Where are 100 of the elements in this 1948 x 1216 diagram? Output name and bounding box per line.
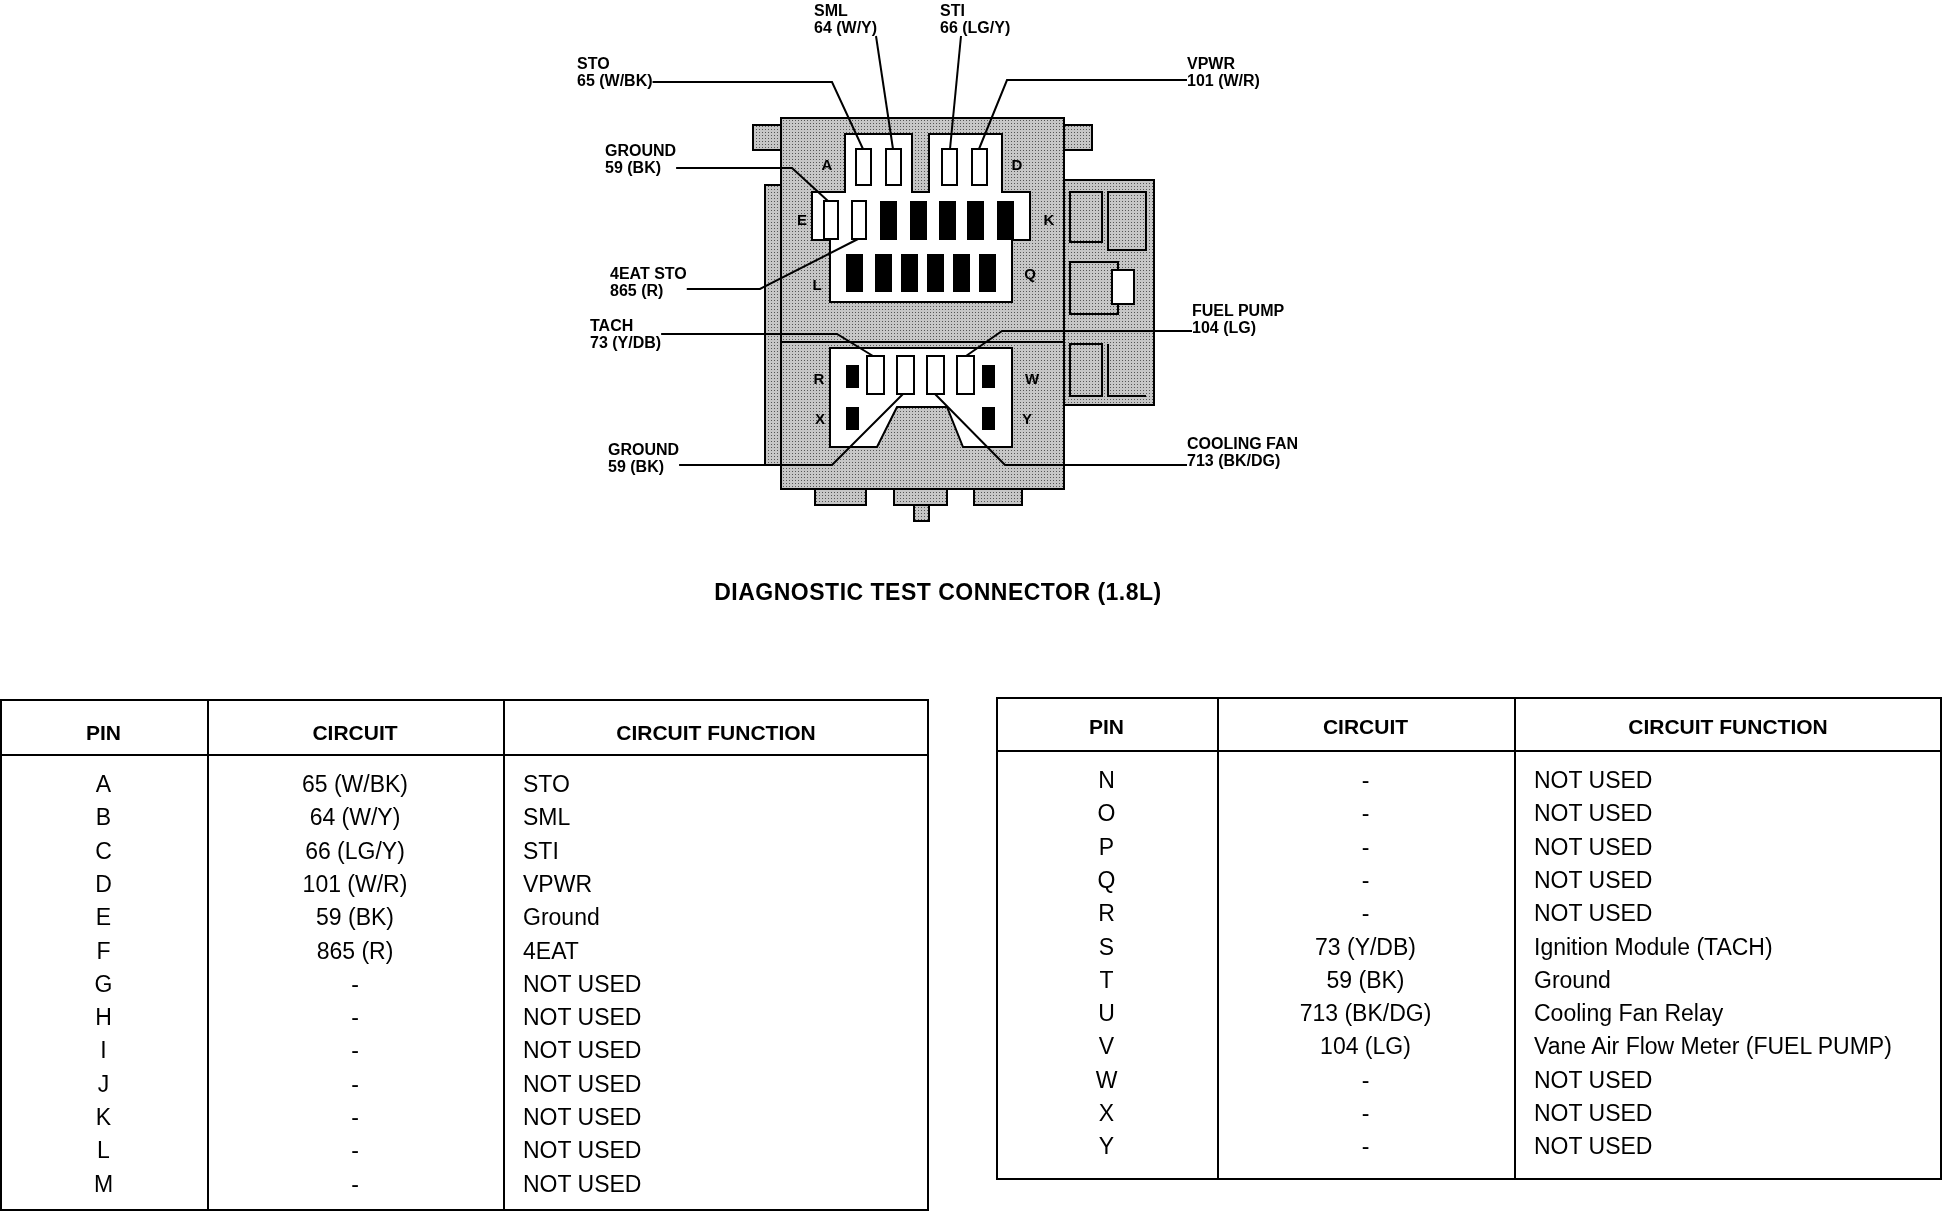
callout-name: 4EAT STO bbox=[610, 265, 687, 282]
pin-label: Y bbox=[1097, 1132, 1116, 1162]
function-label: Ground bbox=[1534, 965, 1611, 995]
circuit-number: 59 (BK) bbox=[605, 159, 662, 176]
leader-line bbox=[978, 79, 1188, 150]
circuit-number: 59 (BK) bbox=[608, 458, 665, 475]
pin-label: I bbox=[99, 1036, 108, 1066]
column-header: CIRCUIT FUNCTION bbox=[1627, 714, 1829, 740]
circuit-label: - bbox=[350, 1036, 360, 1066]
function-label: NOT USED bbox=[1534, 1099, 1653, 1128]
cavity-letter: L bbox=[812, 277, 822, 293]
circuit-number: 865 (R) bbox=[610, 282, 665, 299]
callout-name: GROUND bbox=[608, 441, 680, 458]
circuit-label: 64 (W/Y) bbox=[308, 803, 402, 833]
function-label: NOT USED bbox=[523, 1003, 642, 1033]
circuit-label: 713 (BK/DG) bbox=[1298, 999, 1433, 1029]
terminal-cavity bbox=[866, 355, 885, 395]
cavity-letter: Y bbox=[1022, 411, 1032, 427]
callout-name: COOLING FAN bbox=[1187, 435, 1299, 452]
terminal-cavity bbox=[885, 148, 902, 186]
circuit-number: 66 (LG/Y) bbox=[940, 19, 1011, 36]
callout-name: VPWR bbox=[1187, 55, 1236, 72]
circuit-number: 101 (W/R) bbox=[1187, 72, 1260, 89]
pin-label: J bbox=[96, 1069, 111, 1099]
column-header: PIN bbox=[1088, 714, 1125, 740]
pin-label: C bbox=[94, 836, 113, 866]
function-label: Vane Air Flow Meter (FUEL PUMP) bbox=[1534, 1032, 1892, 1062]
pin-label: S bbox=[1097, 932, 1116, 962]
pin-label: R bbox=[1097, 899, 1116, 929]
pin-label: V bbox=[1097, 1032, 1116, 1062]
terminal-cavity bbox=[971, 148, 988, 186]
circuit-label: - bbox=[350, 1069, 360, 1099]
terminal-cavity bbox=[851, 200, 867, 240]
circuit-number: 713 (BK/DG) bbox=[1187, 452, 1282, 469]
function-label: Ignition Module (TACH) bbox=[1534, 932, 1773, 962]
circuit-label: 59 (BK) bbox=[315, 903, 395, 933]
leader-line bbox=[678, 393, 904, 466]
pin-label: A bbox=[94, 770, 113, 799]
cavity-letter: Q bbox=[1024, 266, 1036, 282]
pin-label: K bbox=[94, 1103, 113, 1132]
pin-label: E bbox=[94, 903, 113, 933]
leader-line bbox=[965, 330, 1193, 357]
circuit-label: 104 (LG) bbox=[1319, 1032, 1412, 1062]
terminal-cavity bbox=[941, 148, 958, 186]
function-label: 4EAT bbox=[523, 936, 579, 966]
pin-label: N bbox=[1097, 766, 1116, 795]
leader-line bbox=[651, 81, 864, 150]
pin-label: M bbox=[92, 1169, 115, 1199]
leader-line bbox=[934, 393, 1188, 466]
function-label: NOT USED bbox=[1534, 799, 1653, 829]
circuit-number: 73 (Y/DB) bbox=[590, 334, 662, 351]
circuit-label: - bbox=[1360, 799, 1371, 829]
cavity-letter: D bbox=[1011, 157, 1023, 173]
function-label: STI bbox=[523, 836, 559, 866]
circuit-label: - bbox=[350, 969, 360, 999]
terminal-cavity bbox=[896, 355, 915, 395]
function-label: NOT USED bbox=[1534, 766, 1653, 795]
leader-line bbox=[875, 35, 894, 150]
column-header: CIRCUIT FUNCTION bbox=[615, 720, 817, 746]
function-label: NOT USED bbox=[523, 969, 642, 999]
callout-name: STI bbox=[940, 2, 966, 19]
function-label: VPWR bbox=[523, 869, 592, 899]
function-label: NOT USED bbox=[1534, 865, 1653, 895]
callout-name: STO bbox=[577, 55, 611, 72]
circuit-number: 65 (W/BK) bbox=[577, 72, 653, 89]
function-label: NOT USED bbox=[1534, 832, 1653, 862]
cavity-letter: X bbox=[815, 411, 825, 427]
function-label: Ground bbox=[523, 903, 600, 933]
cavity-letter: W bbox=[1024, 371, 1040, 387]
pin-label: F bbox=[95, 936, 112, 966]
circuit-label: - bbox=[1360, 1132, 1371, 1162]
function-label: NOT USED bbox=[523, 1103, 642, 1132]
circuit-label: 101 (W/R) bbox=[301, 869, 409, 899]
terminal-cavity bbox=[855, 148, 872, 186]
pin-label: W bbox=[1094, 1065, 1119, 1095]
pin-label: O bbox=[1096, 799, 1117, 829]
circuit-label: - bbox=[1360, 1099, 1371, 1128]
circuit-label: 66 (LG/Y) bbox=[304, 836, 406, 866]
leader-line bbox=[949, 35, 962, 150]
circuit-label: - bbox=[350, 1136, 360, 1166]
cavity-letter: K bbox=[1043, 212, 1055, 228]
circuit-label: - bbox=[1360, 766, 1371, 795]
pin-label: L bbox=[96, 1136, 111, 1166]
terminal-cavity bbox=[823, 200, 839, 240]
function-label: NOT USED bbox=[1534, 899, 1653, 929]
callout-name: GROUND bbox=[605, 142, 677, 159]
terminal-cavity bbox=[926, 355, 945, 395]
circuit-label: - bbox=[350, 1103, 360, 1132]
leader-line bbox=[675, 167, 829, 202]
function-label: NOT USED bbox=[1534, 1132, 1653, 1162]
pin-label: X bbox=[1097, 1099, 1116, 1128]
column-header: PIN bbox=[85, 720, 122, 746]
pin-label: P bbox=[1097, 832, 1116, 862]
function-label: NOT USED bbox=[1534, 1065, 1653, 1095]
pin-label: Q bbox=[1096, 865, 1117, 895]
function-label: Cooling Fan Relay bbox=[1534, 999, 1724, 1029]
callout-name: SML bbox=[814, 2, 849, 19]
circuit-number: 104 (LG) bbox=[1192, 319, 1257, 336]
function-label: STO bbox=[523, 770, 570, 799]
pin-label: D bbox=[94, 869, 113, 899]
